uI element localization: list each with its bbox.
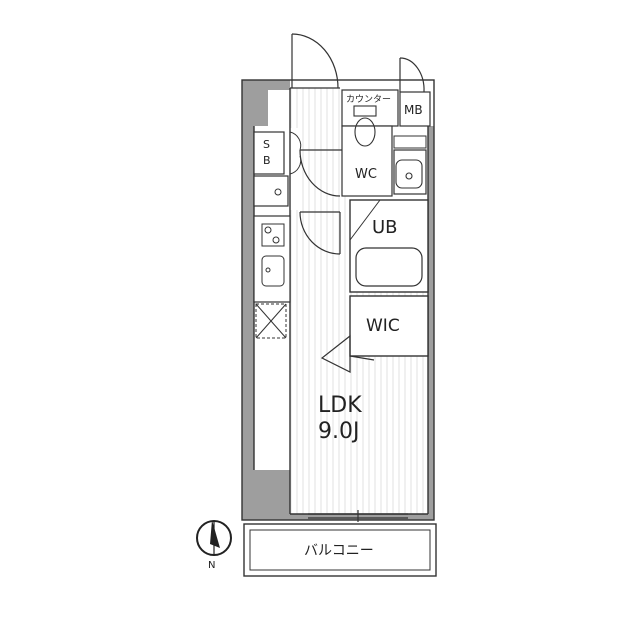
balcony-sliding-door — [308, 510, 408, 522]
washstand — [393, 149, 427, 195]
ldk-name: LDK — [318, 393, 362, 418]
ldk-door — [299, 211, 341, 255]
mb-door — [399, 57, 425, 93]
shoe-box — [253, 131, 285, 175]
wc-room — [341, 125, 393, 197]
entrance-door — [290, 33, 340, 89]
wic-label: WIC — [366, 316, 400, 336]
hall-door — [299, 149, 342, 197]
mb-box — [399, 91, 431, 127]
ldk-size: 9.0J — [318, 419, 359, 444]
counter-label: カウンター — [346, 94, 391, 105]
stove-icon — [261, 223, 285, 247]
wic-door — [320, 334, 375, 373]
toilet-icon — [353, 105, 377, 147]
balcony-label: バルコニー — [304, 543, 374, 559]
compass-icon — [196, 520, 232, 556]
wic-room — [349, 295, 429, 357]
washing-machine-drain — [274, 188, 282, 196]
wall-left-top — [254, 80, 268, 126]
sink-icon — [261, 255, 285, 287]
wall-bottom — [242, 514, 434, 520]
entrance-floor — [290, 88, 340, 128]
balcony — [243, 523, 437, 577]
sb-label-b: B — [263, 154, 271, 167]
shoe-box-door — [289, 131, 302, 175]
kitchen-counter — [253, 215, 291, 303]
ub-room — [349, 199, 429, 293]
mb-label: MB — [404, 103, 423, 117]
washbasin-icon — [395, 159, 423, 189]
washing-machine — [253, 175, 289, 207]
wall-left-bottom — [254, 470, 290, 518]
wc-label: WC — [355, 167, 377, 182]
wall-top-left — [268, 80, 290, 90]
sb-label-s: S — [263, 138, 270, 151]
ub-label: UB — [372, 217, 398, 238]
washstand-shelf — [393, 135, 427, 149]
bathtub-icon — [355, 247, 423, 287]
compass-label: N — [208, 560, 215, 571]
wall-right — [428, 126, 434, 516]
fridge-cross — [255, 303, 287, 339]
ub-door — [349, 199, 381, 241]
wall-left — [242, 80, 254, 520]
fridge-space — [255, 303, 287, 339]
balcony-inner — [249, 529, 431, 571]
